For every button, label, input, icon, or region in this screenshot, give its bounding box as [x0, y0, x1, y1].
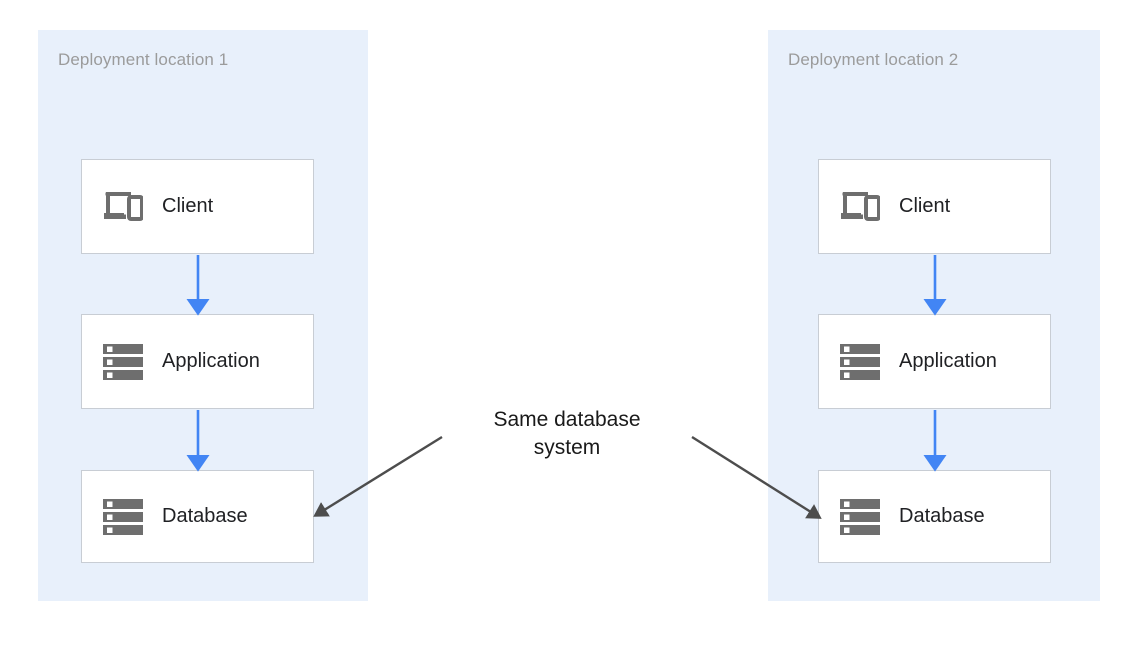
annotation-line-1: Same database: [493, 408, 641, 431]
node-application-2[interactable]: Application: [818, 314, 1051, 409]
annotation-same-database-system: Same database system: [441, 406, 693, 461]
node-client-2[interactable]: Client: [818, 159, 1051, 254]
node-client-1[interactable]: Client: [81, 159, 314, 254]
deployment-zone-1-label: Deployment location 1: [58, 50, 229, 69]
node-application-2-label: Application: [899, 350, 997, 372]
node-database-1[interactable]: Database: [81, 470, 314, 563]
server-icon: [837, 340, 883, 384]
node-client-2-label: Client: [899, 195, 951, 217]
devices-icon: [837, 185, 883, 229]
annotation-line-2: system: [533, 435, 601, 459]
server-icon: [100, 340, 146, 384]
server-icon: [100, 495, 146, 539]
node-database-2-label: Database: [899, 505, 985, 527]
node-client-1-label: Client: [162, 195, 214, 217]
node-database-1-label: Database: [162, 505, 248, 527]
devices-icon: [100, 185, 146, 229]
server-icon: [837, 495, 883, 539]
deployment-zone-2-label: Deployment location 2: [788, 50, 959, 69]
node-application-1-label: Application: [162, 350, 260, 372]
node-application-1[interactable]: Application: [81, 314, 314, 409]
node-database-2[interactable]: Database: [818, 470, 1051, 563]
